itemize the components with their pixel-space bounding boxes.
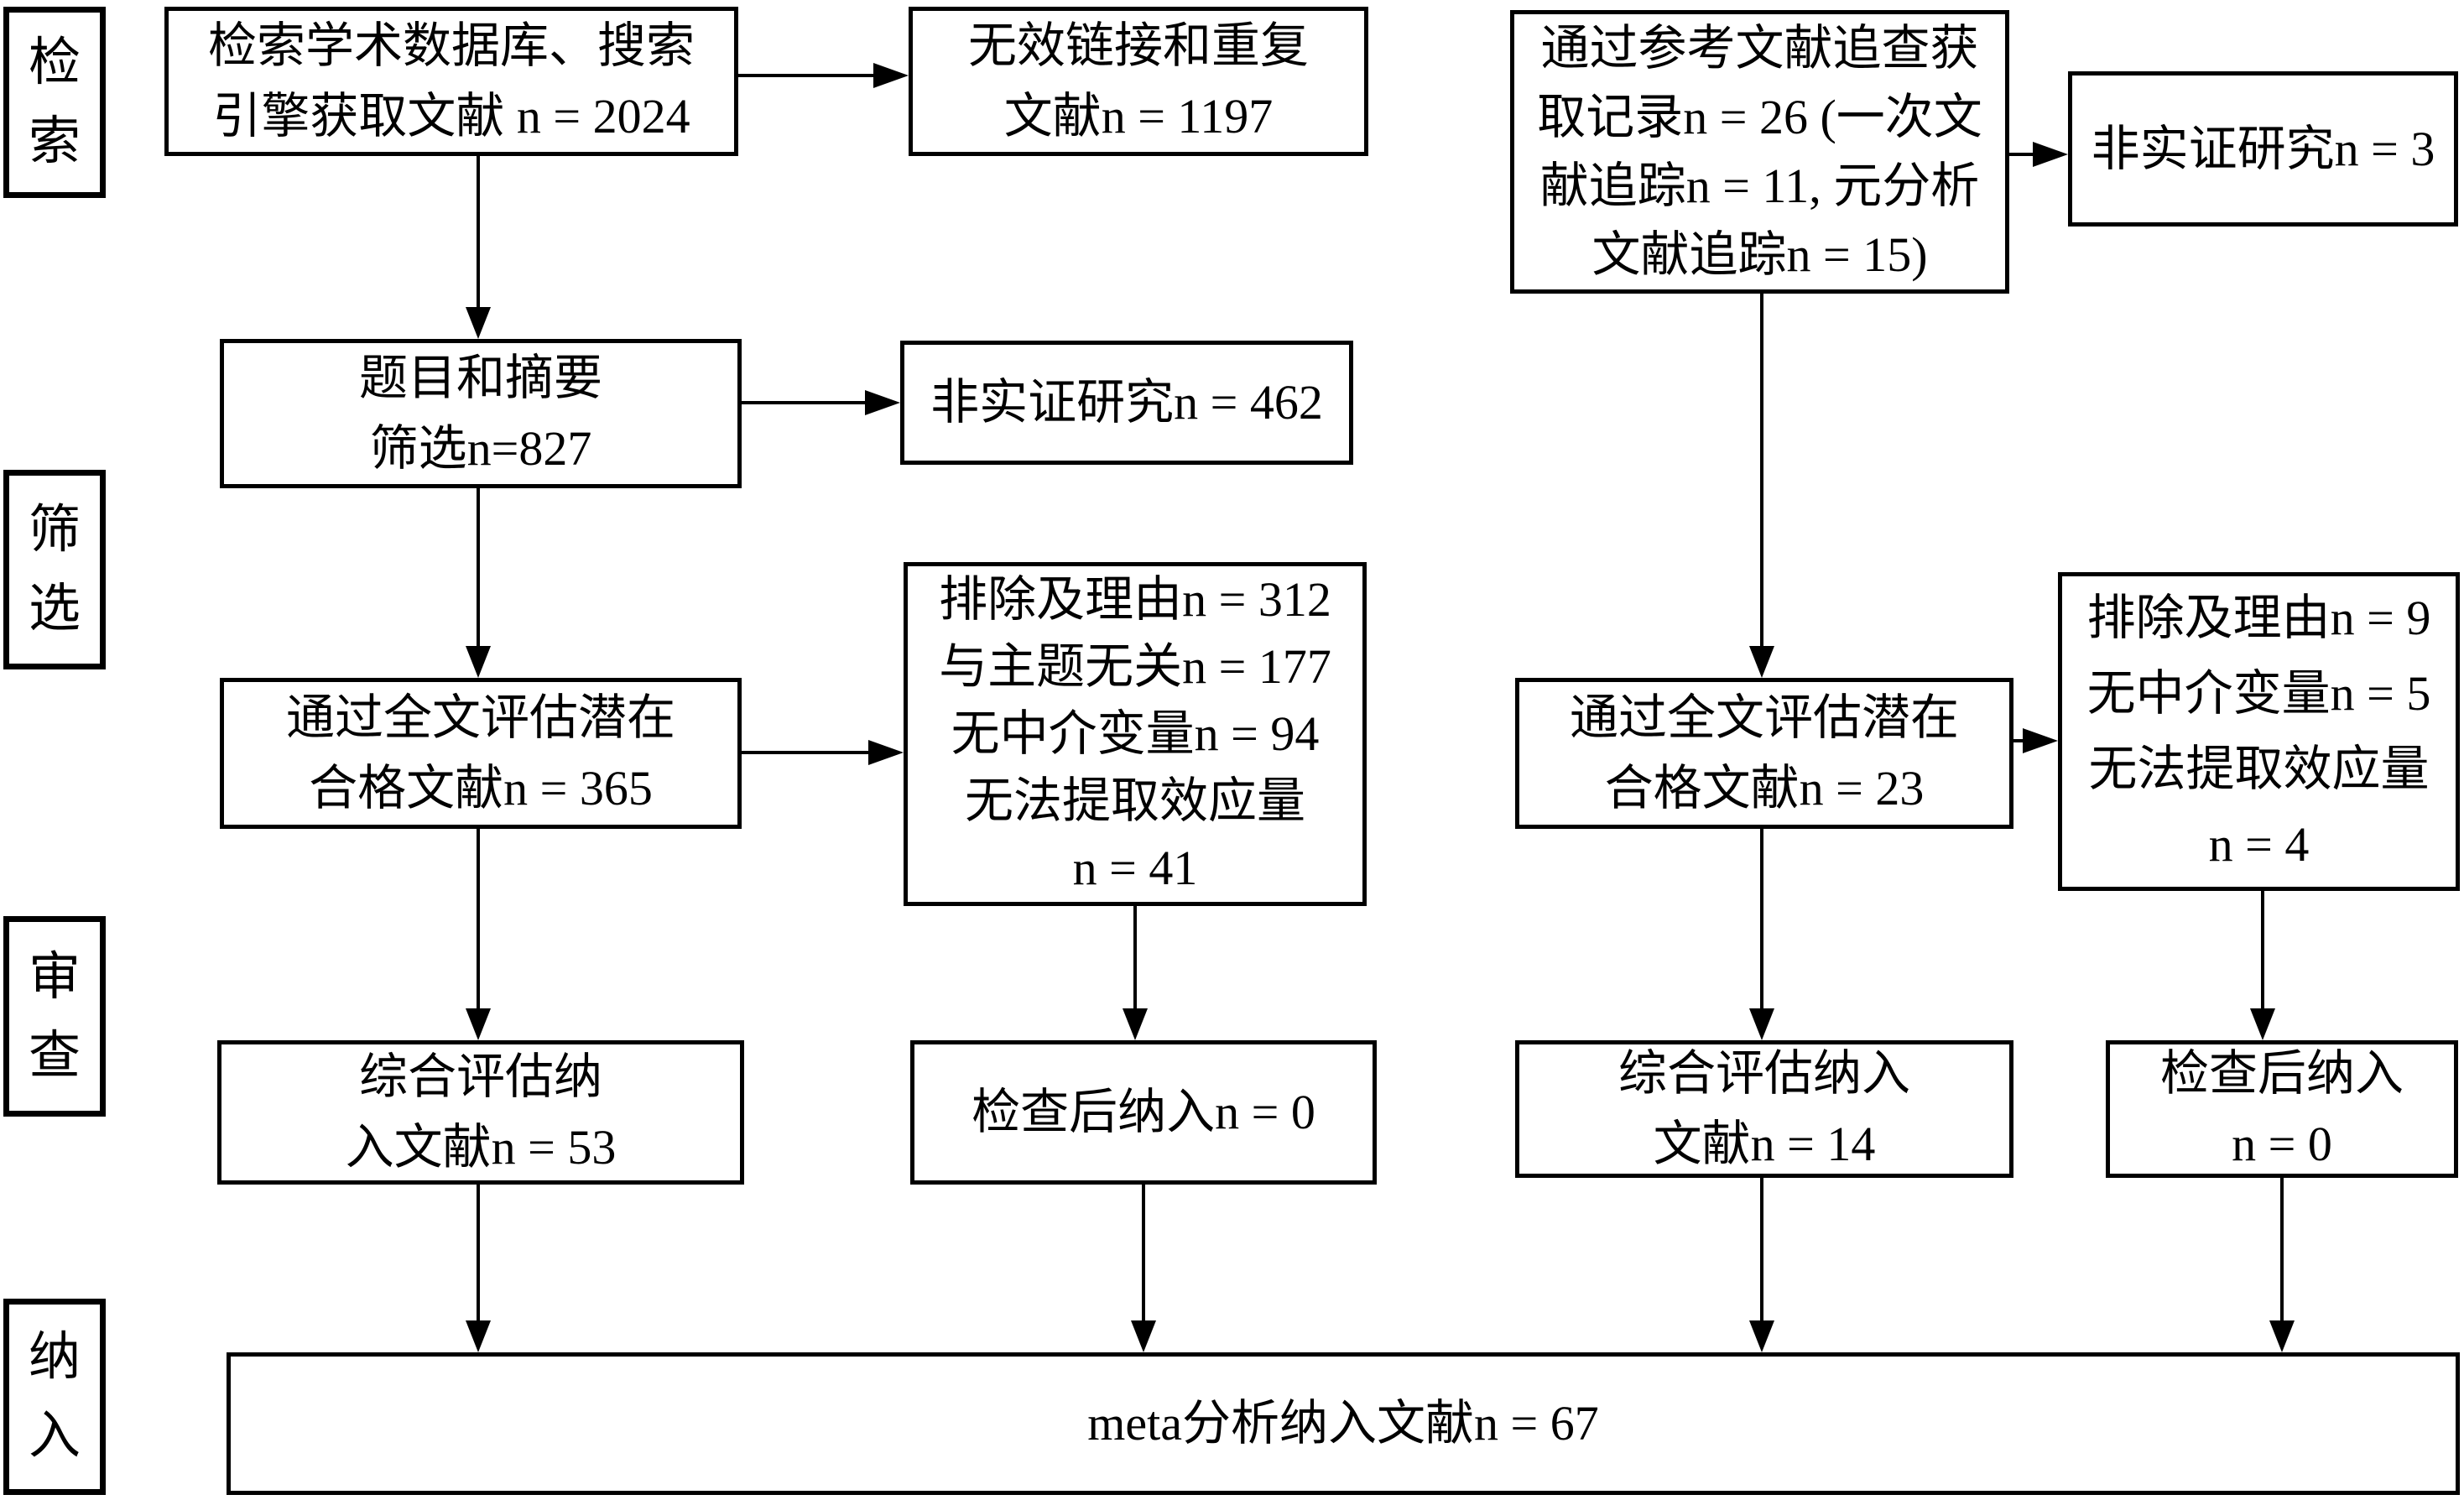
arrowhead-icon xyxy=(466,1008,491,1040)
arrow-search-to-titleabstract xyxy=(477,156,480,307)
box-text-line: 无法提取效应量 xyxy=(2088,742,2430,796)
box-included-right: 综合评估纳入 文献n = 14 xyxy=(1515,1040,2013,1178)
box-text-line: 通过参考文献追查获 xyxy=(1540,21,1979,76)
box-reference-tracing: 通过参考文献追查获 取记录n = 26 (一次文 献追踪n = 11, 元分析 … xyxy=(1510,10,2009,294)
box-excluded-right: 排除及理由n = 9 无中介变量n = 5 无法提取效应量 n = 4 xyxy=(2058,572,2460,891)
arrowhead-icon xyxy=(865,390,900,415)
arrow-excluded-left-to-checked-left xyxy=(1133,906,1137,1008)
arrow-titleabstract-to-nonempirical xyxy=(742,401,867,404)
box-search-sources: 检索学术数据库、搜索 引擎获取文献 n = 2024 xyxy=(164,7,738,156)
arrow-tracing-to-nonempirical-right xyxy=(2009,153,2034,156)
stage-label-text: 审查 xyxy=(29,948,81,1085)
box-text-line: 合格文献n = 23 xyxy=(1604,761,1925,815)
arrowhead-icon xyxy=(1123,1008,1148,1040)
stage-label-screening: 筛选 xyxy=(3,470,106,669)
box-text-line: 检索学术数据库、搜索 xyxy=(207,18,695,73)
arrowhead-icon xyxy=(868,740,904,765)
box-text-line: 非实证研究n = 3 xyxy=(2091,121,2435,176)
box-text-line: 合格文献n = 365 xyxy=(309,761,653,815)
arrowhead-icon xyxy=(1749,646,1774,678)
box-text-line: 通过全文评估潜在 xyxy=(285,690,675,745)
arrowhead-icon xyxy=(1131,1320,1156,1352)
box-fulltext-left: 通过全文评估潜在 合格文献n = 365 xyxy=(220,678,742,829)
arrow-checked-right-to-final xyxy=(2280,1178,2284,1320)
arrow-excluded-right-to-checked-right xyxy=(2261,891,2264,1008)
box-text-line: 无法提取效应量 xyxy=(964,773,1305,828)
stage-label-text: 纳入 xyxy=(29,1329,81,1465)
box-text-line: 无中介变量n = 94 xyxy=(951,706,1320,761)
box-text-line: 检查后纳入 xyxy=(2159,1046,2404,1101)
arrow-tracing-to-fulltext-right xyxy=(1760,294,1763,646)
box-text-line: 排除及理由n = 312 xyxy=(939,572,1331,627)
box-invalid-duplicates: 无效链接和重复 文献n = 1197 xyxy=(909,7,1368,156)
arrow-titleabstract-to-fulltext-left xyxy=(477,488,480,646)
arrow-fulltext-to-included-left xyxy=(477,829,480,1008)
arrowhead-icon xyxy=(1749,1008,1774,1040)
box-checked-left: 检查后纳入n = 0 xyxy=(910,1040,1377,1185)
box-text-line: 通过全文评估潜在 xyxy=(1569,690,1959,745)
box-text-line: 非实证研究n = 462 xyxy=(930,375,1323,430)
stage-label-inclusion: 纳入 xyxy=(3,1299,106,1495)
box-text-line: 检查后纳入n = 0 xyxy=(972,1085,1315,1139)
arrow-fulltext-to-excluded-left xyxy=(742,751,870,754)
box-text-line: meta分析纳入文献n = 67 xyxy=(1087,1396,1599,1451)
box-checked-right: 检查后纳入 n = 0 xyxy=(2106,1040,2458,1178)
arrowhead-icon xyxy=(466,1320,491,1352)
box-text-line: 文献n = 1197 xyxy=(1003,89,1274,143)
box-text-line: n = 4 xyxy=(2208,817,2310,872)
arrow-fulltext-to-included-right xyxy=(1760,829,1763,1008)
box-text-line: 与主题无关n = 177 xyxy=(939,639,1331,694)
box-text-line: 入文献n = 53 xyxy=(345,1120,617,1174)
box-text-line: 献追踪n = 11, 元分析 xyxy=(1539,159,1980,213)
box-text-line: 文献n = 14 xyxy=(1653,1117,1876,1171)
box-text-line: 筛选n=827 xyxy=(369,421,592,476)
box-text-line: 无效链接和重复 xyxy=(967,18,1309,73)
box-text-line: 引擎获取文献 n = 2024 xyxy=(212,89,690,143)
box-final-included: meta分析纳入文献n = 67 xyxy=(227,1352,2460,1495)
box-non-empirical-left: 非实证研究n = 462 xyxy=(900,341,1353,465)
arrow-included-left-to-final xyxy=(477,1185,480,1320)
arrow-checked-left-to-final xyxy=(1142,1185,1145,1320)
arrowhead-icon xyxy=(873,63,909,88)
box-text-line: n = 0 xyxy=(2232,1117,2332,1171)
arrowhead-icon xyxy=(466,646,491,678)
box-included-left: 综合评估纳 入文献n = 53 xyxy=(217,1040,744,1185)
box-title-abstract: 题目和摘要 筛选n=827 xyxy=(220,339,742,488)
box-text-line: 题目和摘要 xyxy=(358,351,602,405)
box-text-line: n = 41 xyxy=(1072,841,1198,895)
box-text-line: 综合评估纳入 xyxy=(1617,1046,1910,1101)
box-text-line: 文献追踪n = 15) xyxy=(1591,227,1928,282)
box-text-line: 综合评估纳 xyxy=(358,1049,602,1104)
stage-label-text: 检索 xyxy=(29,34,81,170)
arrowhead-icon xyxy=(466,307,491,339)
arrow-fulltext-to-excluded-right xyxy=(2013,739,2024,742)
arrow-included-right-to-final xyxy=(1760,1178,1763,1320)
arrowhead-icon xyxy=(2033,142,2068,167)
arrowhead-icon xyxy=(2250,1008,2275,1040)
box-text-line: 取记录n = 26 (一次文 xyxy=(1537,90,1982,144)
box-text-line: 排除及理由n = 9 xyxy=(2086,591,2431,645)
arrowhead-icon xyxy=(2269,1320,2295,1352)
arrow-search-to-invalid xyxy=(738,74,875,77)
box-non-empirical-right: 非实证研究n = 3 xyxy=(2068,71,2458,227)
box-fulltext-right: 通过全文评估潜在 合格文献n = 23 xyxy=(1515,678,2013,829)
box-text-line: 无中介变量n = 5 xyxy=(2086,666,2431,721)
stage-label-review: 审查 xyxy=(3,916,106,1117)
stage-label-text: 筛选 xyxy=(29,502,81,638)
arrowhead-icon xyxy=(2023,728,2058,753)
arrowhead-icon xyxy=(1749,1320,1774,1352)
stage-label-search: 检索 xyxy=(3,7,106,198)
box-excluded-left: 排除及理由n = 312 与主题无关n = 177 无中介变量n = 94 无法… xyxy=(904,562,1367,906)
